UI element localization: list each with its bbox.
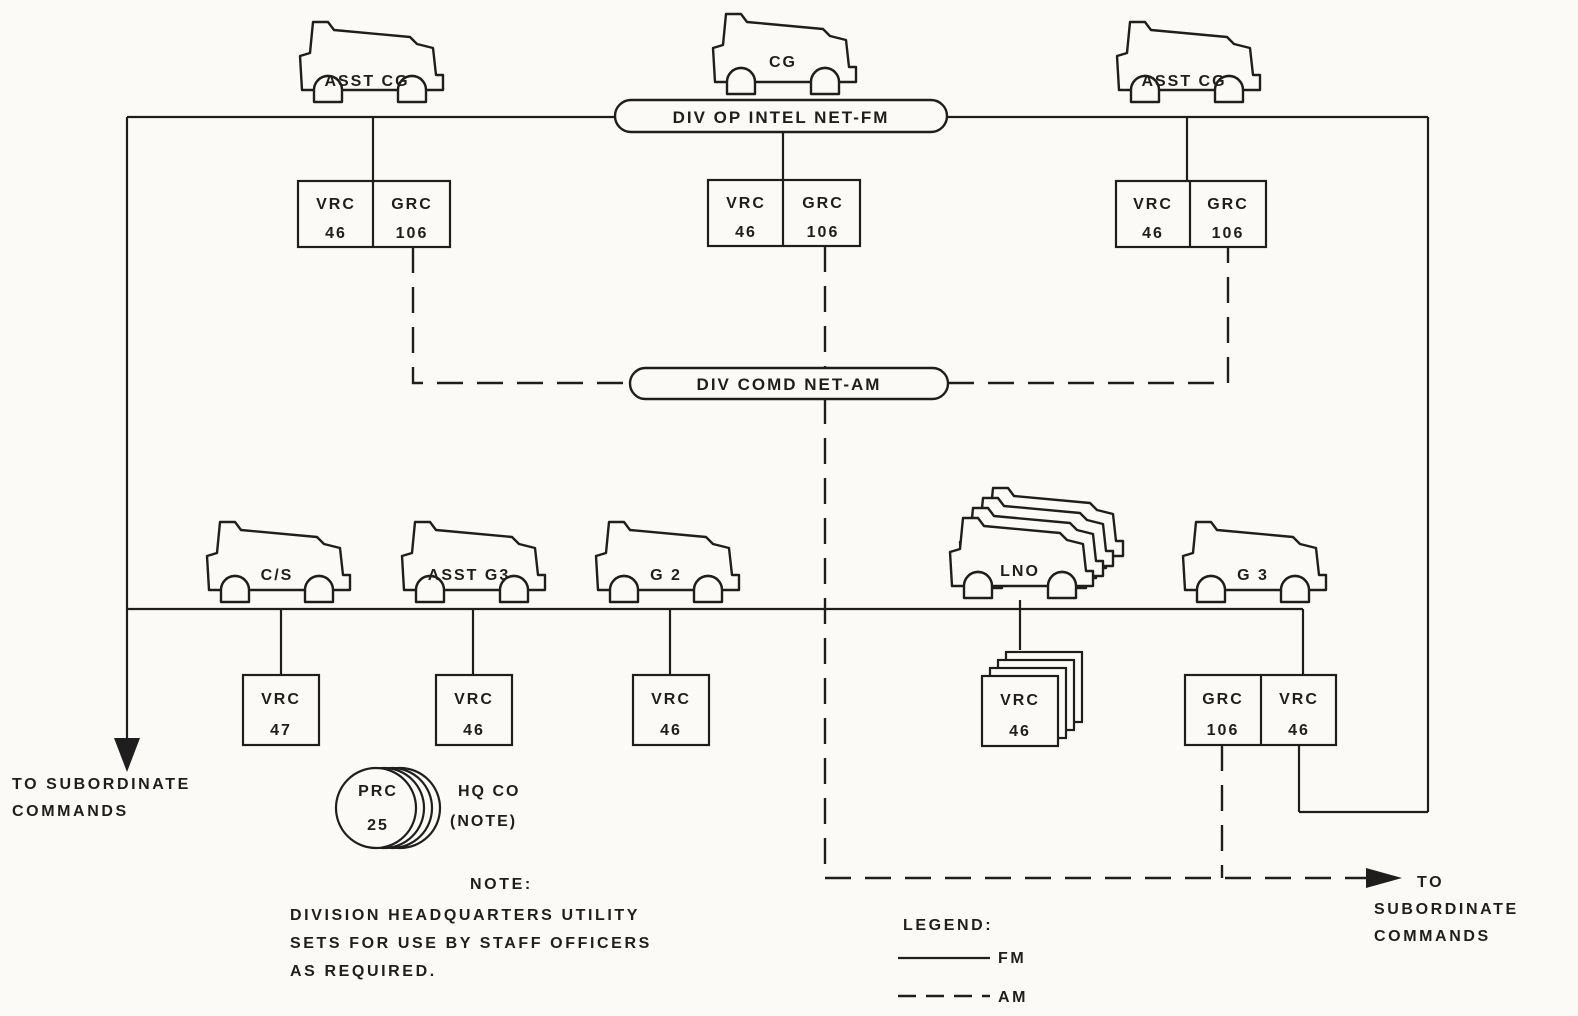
vehicle-g3: G 3	[1183, 522, 1326, 602]
radio-vrc-number: 46	[325, 225, 347, 242]
radio-vrc-number: 46	[1009, 723, 1031, 740]
vehicle-label: LNO	[1000, 563, 1040, 580]
subordinate-right-line2: SUBORDINATE	[1374, 901, 1519, 918]
subordinate-left-line1: TO SUBORDINATE	[12, 776, 191, 793]
radio-vrc-number: 46	[735, 224, 757, 241]
fm-net-name: DIV OP INTEL NET-FM	[673, 108, 890, 127]
radio-grc-label: GRC	[1202, 691, 1244, 708]
am-net-name: DIV COMD NET-AM	[697, 375, 882, 394]
vehicle-label: ASST CG	[1141, 73, 1226, 90]
legend: LEGEND: FM AM	[898, 917, 1028, 1006]
note-line1: DIVISION HEADQUARTERS UTILITY	[290, 907, 640, 924]
arrow-to-subordinate-left	[114, 738, 140, 772]
fm-net-pill: DIV OP INTEL NET-FM	[615, 100, 947, 132]
radio-pair-g3: GRC 106 VRC 46	[1185, 675, 1336, 745]
vehicle-lno-stack: LNO	[950, 488, 1123, 598]
vehicle-g2: G 2	[596, 522, 739, 602]
radio-vrc-number: 47	[270, 722, 292, 739]
radio-g2-vrc46: VRC 46	[633, 675, 709, 745]
vehicle-label: CG	[769, 54, 797, 71]
arrow-to-subordinate-right	[1366, 868, 1402, 888]
vehicle-cs: C/S	[207, 522, 350, 602]
radio-vrc-number: 46	[463, 722, 485, 739]
radio-prc-number: 25	[367, 817, 389, 834]
radio-grc-label: GRC	[1207, 196, 1249, 213]
note-line2: SETS FOR USE BY STAFF OFFICERS	[290, 935, 652, 952]
vehicle-label: G 2	[650, 567, 682, 584]
radio-vrc-label: VRC	[1279, 691, 1319, 708]
hq-co-label: HQ CO	[458, 783, 520, 800]
radio-vrc-label: VRC	[261, 691, 301, 708]
vehicle-label: G 3	[1237, 567, 1269, 584]
radio-grc-number: 106	[1212, 225, 1245, 242]
legend-am-label: AM	[998, 989, 1028, 1006]
radio-grc-number: 106	[807, 224, 840, 241]
radio-prc-label: PRC	[358, 783, 398, 800]
radio-vrc-label: VRC	[1000, 692, 1040, 709]
note-line3: AS REQUIRED.	[290, 963, 437, 980]
radio-asst-g3-vrc46: VRC 46	[436, 675, 512, 745]
vehicle-label: ASST G3	[428, 567, 510, 584]
radio-pair-cg: VRC 46 GRC 106	[708, 180, 860, 246]
vehicle-label: ASST CG	[324, 73, 409, 90]
vehicle-cg: CG	[713, 14, 856, 94]
radio-lno-stack: VRC 46	[982, 652, 1082, 746]
radio-grc-number: 106	[1207, 722, 1240, 739]
radio-vrc-number: 46	[1288, 722, 1310, 739]
radio-grc-number: 106	[396, 225, 429, 242]
subordinate-right-line3: COMMANDS	[1374, 928, 1491, 945]
radio-vrc-label: VRC	[651, 691, 691, 708]
note-title: NOTE:	[470, 876, 533, 893]
vehicle-label: C/S	[261, 567, 294, 584]
radio-grc-label: GRC	[802, 195, 844, 212]
radio-vrc-label: VRC	[316, 196, 356, 213]
legend-fm-label: FM	[998, 950, 1026, 967]
subordinate-left-line2: COMMANDS	[12, 803, 129, 820]
radio-grc-label: GRC	[391, 196, 433, 213]
hq-co-note-ref: (NOTE)	[450, 813, 517, 830]
vehicle-asst-cg-left: ASST CG	[300, 22, 443, 102]
radio-vrc-label: VRC	[1133, 196, 1173, 213]
subordinate-right-line1: TO	[1417, 874, 1444, 891]
radio-vrc-label: VRC	[726, 195, 766, 212]
radio-pair-asst-cg-left: VRC 46 GRC 106	[298, 181, 450, 247]
radio-cs-vrc47: VRC 47	[243, 675, 319, 745]
radio-prc25-stack: PRC 25	[336, 768, 440, 848]
radio-vrc-number: 46	[660, 722, 682, 739]
vehicle-asst-g3: ASST G3	[402, 522, 545, 602]
radio-vrc-label: VRC	[454, 691, 494, 708]
am-net-pill: DIV COMD NET-AM	[630, 368, 948, 399]
vehicle-asst-cg-right: ASST CG	[1117, 22, 1260, 102]
radio-pair-asst-cg-right: VRC 46 GRC 106	[1116, 181, 1266, 247]
radio-vrc-number: 46	[1142, 225, 1164, 242]
legend-title: LEGEND:	[903, 917, 993, 934]
